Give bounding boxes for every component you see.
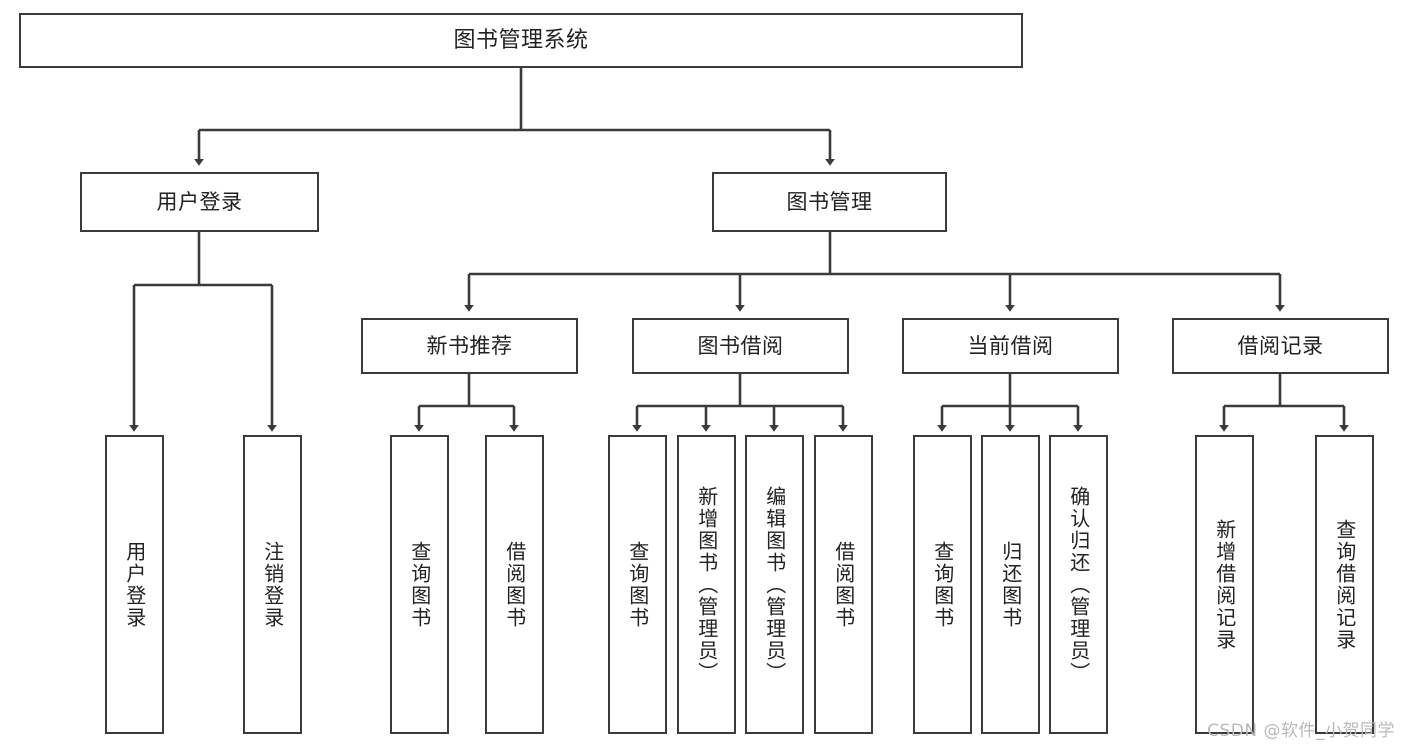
node-label: 注销登录 <box>260 540 285 629</box>
leaf-recommend-query-book[interactable]: 查询图书 <box>390 435 449 734</box>
node-label: 借阅图书 <box>502 540 527 629</box>
node-borrow-record[interactable]: 借阅记录 <box>1172 318 1389 374</box>
node-new-book-recommend[interactable]: 新书推荐 <box>361 318 578 374</box>
leaf-current-return-book[interactable]: 归还图书 <box>981 435 1040 734</box>
node-book-borrow[interactable]: 图书借阅 <box>632 318 849 374</box>
node-book-management[interactable]: 图书管理 <box>712 172 947 232</box>
node-label: 查询图书 <box>930 540 955 629</box>
node-label: 归还图书 <box>998 540 1023 629</box>
leaf-record-query-record[interactable]: 查询借阅记录 <box>1315 435 1374 734</box>
node-label: 新增图书（管理员） <box>694 485 719 684</box>
node-current-borrow[interactable]: 当前借阅 <box>902 318 1119 374</box>
node-label: 查询借阅记录 <box>1332 518 1357 651</box>
node-label: 新增借阅记录 <box>1212 518 1237 651</box>
node-label: 查询图书 <box>407 540 432 629</box>
node-root-system[interactable]: 图书管理系统 <box>19 13 1023 68</box>
node-label: 确认归还（管理员） <box>1066 485 1091 684</box>
leaf-current-confirm-return[interactable]: 确认归还（管理员） <box>1049 435 1108 734</box>
node-label: 图书管理 <box>786 189 873 214</box>
leaf-record-add-record[interactable]: 新增借阅记录 <box>1195 435 1254 734</box>
node-label: 新书推荐 <box>426 333 513 358</box>
leaf-user-login[interactable]: 用户登录 <box>105 435 164 734</box>
node-label: 借阅记录 <box>1237 333 1324 358</box>
node-label: 编辑图书（管理员） <box>762 485 787 684</box>
leaf-borrow-borrow-book[interactable]: 借阅图书 <box>814 435 873 734</box>
node-label: 用户登录 <box>122 540 147 629</box>
node-label: 用户登录 <box>156 189 243 214</box>
leaf-borrow-add-book[interactable]: 新增图书（管理员） <box>677 435 736 734</box>
leaf-current-query-book[interactable]: 查询图书 <box>913 435 972 734</box>
leaf-borrow-edit-book[interactable]: 编辑图书（管理员） <box>745 435 804 734</box>
node-label: 当前借阅 <box>967 333 1054 358</box>
node-label: 图书管理系统 <box>453 27 589 53</box>
leaf-recommend-borrow-book[interactable]: 借阅图书 <box>485 435 544 734</box>
watermark-text: CSDN @软件_小贺同学 <box>1207 721 1395 741</box>
node-label: 图书借阅 <box>697 333 784 358</box>
node-label: 查询图书 <box>625 540 650 629</box>
leaf-borrow-query-book[interactable]: 查询图书 <box>608 435 667 734</box>
leaf-user-logout[interactable]: 注销登录 <box>243 435 302 734</box>
node-user-login[interactable]: 用户登录 <box>80 172 319 232</box>
node-label: 借阅图书 <box>831 540 856 629</box>
